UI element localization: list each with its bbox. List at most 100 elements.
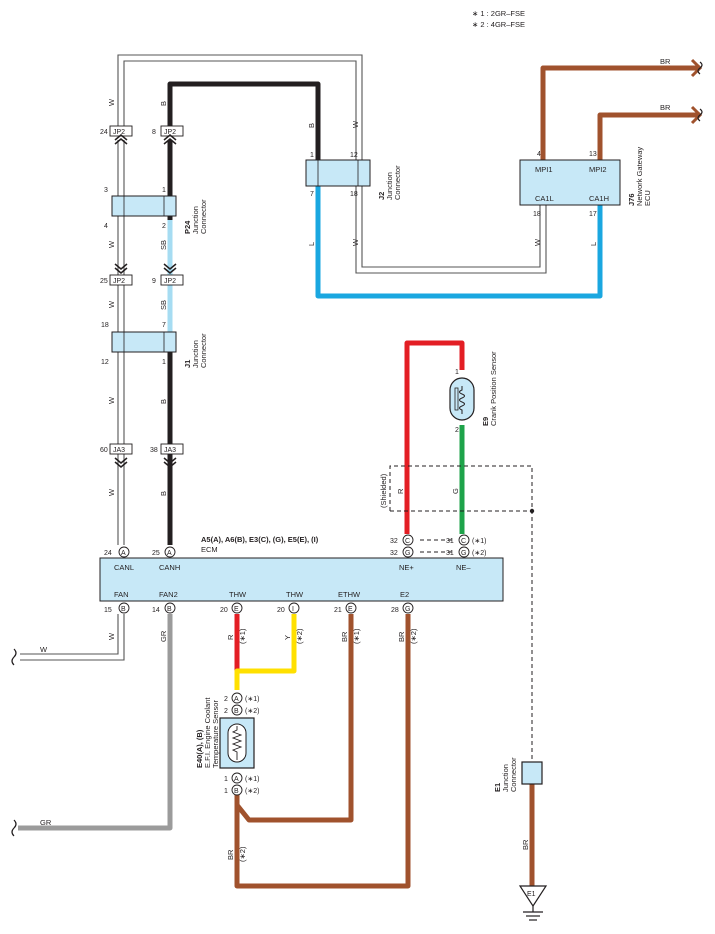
svg-text:C: C — [461, 538, 466, 545]
svg-text:1: 1 — [162, 187, 166, 194]
p24-junction-connector: 3 1 4 2 P24 Junction Connector — [104, 187, 208, 234]
svg-text:(∗1): (∗1) — [245, 696, 259, 703]
ecm-pin-32g: 32 G — [390, 546, 414, 558]
svg-text:9: 9 — [152, 278, 156, 285]
svg-text:12: 12 — [350, 152, 358, 159]
ecm-pin-31g: 31 G (∗2) — [446, 546, 486, 558]
svg-text:(∗2): (∗2) — [472, 550, 486, 557]
wire-w-fan — [20, 614, 125, 661]
wire-tag-r2: (∗1) — [238, 628, 247, 644]
svg-text:FAN2: FAN2 — [159, 590, 178, 599]
wire-tag-y1: (∗2) — [295, 628, 304, 644]
wire-label-g1: G — [451, 488, 460, 494]
wire-label-sb2: SB — [159, 300, 168, 310]
wire-br-mpi2 — [597, 112, 700, 163]
svg-text:J1: J1 — [183, 360, 192, 368]
svg-text:CA1H: CA1H — [589, 194, 609, 203]
wire-l-ca1h — [315, 186, 603, 299]
svg-text:E: E — [348, 606, 353, 613]
svg-text:ETHW: ETHW — [338, 590, 361, 599]
wire-y-thw — [234, 614, 297, 690]
wire-label-w2: W — [351, 120, 360, 128]
j1-junction-connector: 18 7 12 1 J1 Junction Connector — [101, 322, 208, 368]
crank-position-sensor: 1 2 E9 Crank Position Sensor — [449, 351, 498, 434]
jp2-connector-1: JP2 24 — [100, 125, 133, 145]
svg-text:12: 12 — [101, 359, 109, 366]
svg-text:I: I — [292, 606, 294, 613]
ecm-pin-31c: 31 C (∗1) — [446, 534, 486, 546]
svg-text:A: A — [234, 776, 239, 783]
ecm-pin-25: 25 A — [152, 546, 176, 558]
wire-label-sb1: SB — [159, 240, 168, 250]
wire-label-y1: Y — [283, 635, 292, 640]
note-1: ∗ 1 : 2GR–FSE — [472, 9, 525, 18]
jp2-connector-2: JP2 8 — [152, 125, 184, 145]
svg-text:NE+: NE+ — [399, 563, 414, 572]
svg-text:2: 2 — [224, 696, 228, 703]
svg-text:Network Gateway: Network Gateway — [635, 147, 644, 206]
svg-text:3: 3 — [104, 187, 108, 194]
break-mark-w — [11, 648, 17, 666]
svg-text:7: 7 — [310, 191, 314, 198]
j2-junction-connector: 1 12 7 18 J2 Junction Connector — [305, 152, 402, 200]
ecm-pin-21: 21 E — [334, 602, 357, 614]
svg-text:ECU: ECU — [643, 190, 652, 206]
svg-text:Junction: Junction — [191, 340, 200, 368]
break-mark-gr — [11, 819, 17, 837]
wire-label-br3: BR — [340, 631, 349, 642]
svg-text:Junction: Junction — [501, 764, 510, 792]
svg-text:2: 2 — [455, 427, 459, 434]
ecm-pin-28: 28 G — [391, 602, 414, 614]
wire-br-mpi1 — [540, 65, 700, 163]
svg-text:B: B — [234, 708, 239, 715]
svg-text:E.F.I. Engine Coolant: E.F.I. Engine Coolant — [203, 697, 212, 768]
wire-w-ca1l — [355, 186, 547, 274]
svg-text:G: G — [405, 606, 410, 613]
svg-text:25: 25 — [152, 550, 160, 557]
ecm-pin-20i: 20 I — [277, 602, 300, 614]
svg-text:Junction: Junction — [385, 172, 394, 200]
wire-label-b1: B — [159, 101, 168, 106]
svg-text:ECM: ECM — [201, 545, 218, 554]
svg-text:CA1L: CA1L — [535, 194, 554, 203]
svg-text:18: 18 — [533, 211, 541, 218]
ja3-connector-1: JA3 60 — [100, 443, 133, 468]
svg-text:38: 38 — [150, 447, 158, 454]
svg-text:JP2: JP2 — [113, 129, 125, 136]
svg-text:Junction: Junction — [191, 206, 200, 234]
svg-text:1: 1 — [310, 152, 314, 159]
ground-symbol: E1 — [518, 885, 548, 921]
ja3-connector-2: JA3 38 — [150, 443, 184, 468]
svg-text:Temperature Sensor: Temperature Sensor — [211, 700, 220, 768]
svg-text:24: 24 — [104, 550, 112, 557]
svg-text:8: 8 — [152, 129, 156, 136]
svg-text:A: A — [234, 696, 239, 703]
break-mark-br2 — [697, 108, 703, 122]
wire-tag-br5: (∗2) — [238, 846, 247, 862]
svg-text:E9: E9 — [481, 417, 490, 426]
svg-text:J2: J2 — [377, 192, 386, 200]
wire-label-gr2: GR — [40, 818, 52, 827]
ecm-pin-20e: 20 E — [220, 602, 243, 614]
wire-label-br6: BR — [521, 839, 530, 850]
wire-label-w6: W — [107, 300, 116, 308]
svg-text:Connector: Connector — [509, 757, 518, 792]
svg-text:31: 31 — [446, 538, 454, 545]
wire-b-top — [167, 81, 321, 160]
svg-text:20: 20 — [220, 607, 228, 614]
wire-label-l2: L — [589, 242, 598, 246]
svg-text:31: 31 — [446, 550, 454, 557]
wire-label-br1: BR — [660, 57, 671, 66]
svg-text:20: 20 — [277, 607, 285, 614]
svg-text:MPI2: MPI2 — [589, 165, 607, 174]
svg-text:4: 4 — [537, 151, 541, 158]
wire-label-w3: W — [351, 238, 360, 246]
svg-text:(∗2): (∗2) — [245, 708, 259, 715]
svg-text:1: 1 — [455, 369, 459, 376]
svg-text:FAN: FAN — [114, 590, 129, 599]
wire-tag-br4: (∗2) — [409, 628, 418, 644]
wire-label-l1: L — [307, 242, 316, 246]
svg-text:E: E — [234, 606, 239, 613]
e1-junction-connector: 3 E1 Junction Connector — [493, 757, 543, 792]
